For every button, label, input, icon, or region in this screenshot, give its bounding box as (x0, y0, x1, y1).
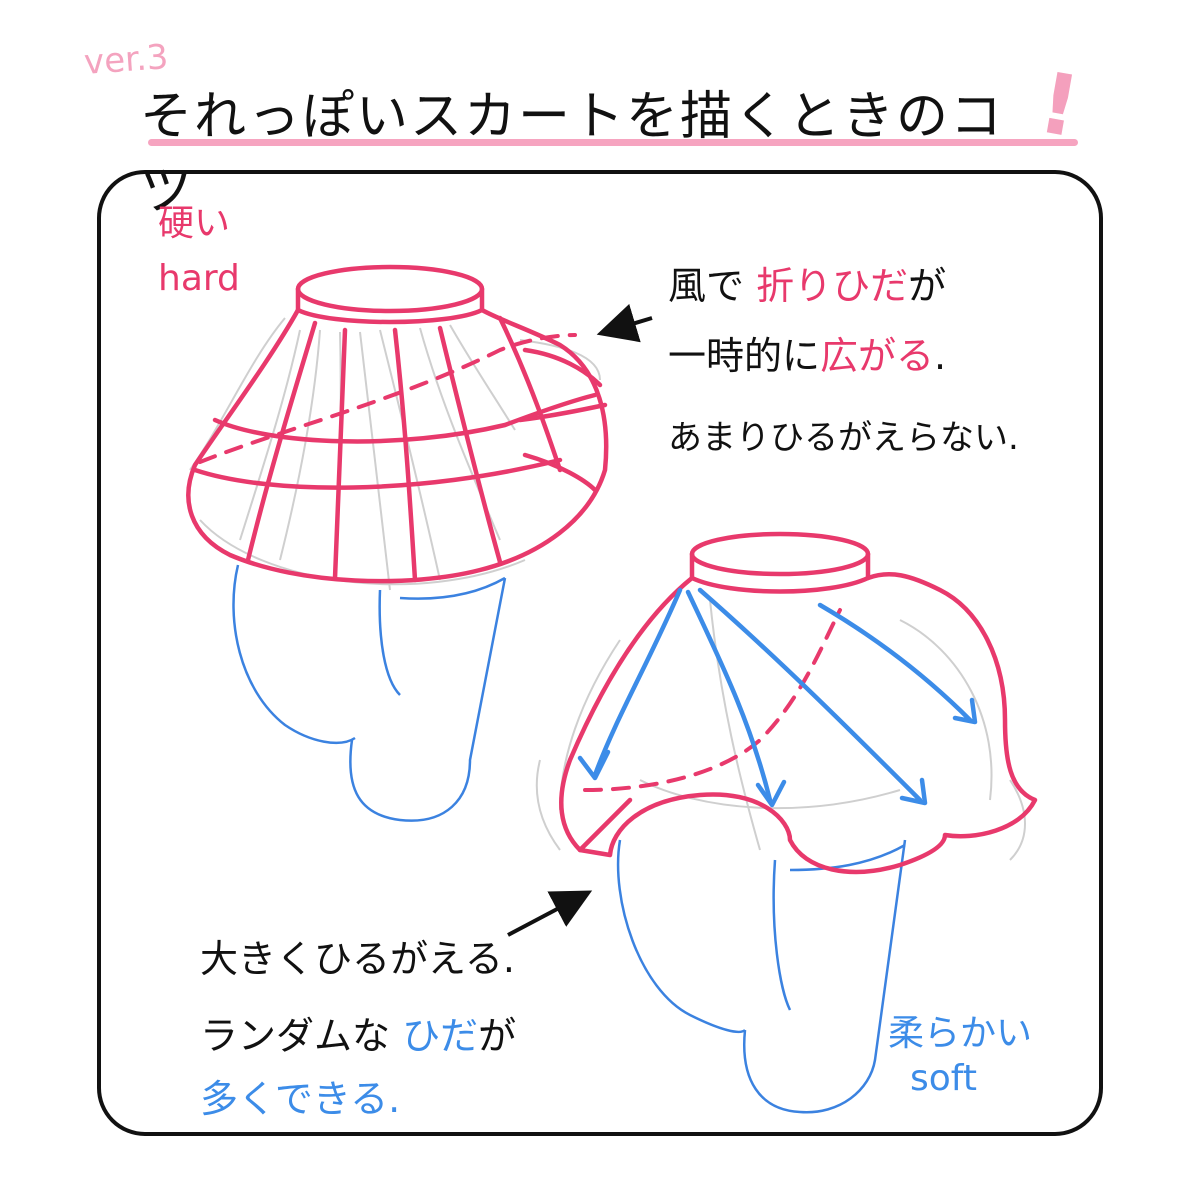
soft-skirt-legs (616, 839, 907, 1114)
soft-note-line-1: 大きくひるがえる. (200, 937, 515, 981)
soft-note-2-suffix: が (478, 1014, 517, 1058)
hard-note-1-highlight: 折りひだ (756, 264, 909, 308)
hard-note-line-1: 風で 折りひだが (668, 255, 946, 310)
hard-note-2-suffix: . (934, 334, 947, 378)
hard-note-line-3: あまりひるがえらない. (668, 418, 1019, 458)
soft-skirt-fold-arrows (577, 587, 978, 808)
hard-skirt-pointer-arrow (596, 303, 653, 343)
soft-skirt-dashed-line (583, 608, 842, 792)
hard-note-1-prefix: 風で (668, 264, 745, 308)
hard-note-1-suffix: が (908, 264, 947, 308)
soft-tag-en: soft (910, 1058, 977, 1099)
hard-note-2-prefix: 一時的に (668, 334, 821, 378)
soft-note-2-highlight: ひだ (402, 1014, 479, 1058)
hard-tag-jp: 硬い (158, 203, 231, 244)
soft-skirt-pointer-arrow (507, 890, 593, 937)
hard-tag-en: hard (158, 258, 240, 299)
title-underline (148, 139, 1078, 146)
hard-skirt-drawing (186, 264, 653, 822)
hard-skirt-dashed-line (198, 333, 577, 464)
soft-skirt-folds (535, 599, 1026, 861)
hard-note-line-2: 一時的に広がる. (668, 325, 946, 380)
hard-skirt-outline (186, 264, 609, 584)
hard-note-2-highlight: 広がる (820, 334, 935, 378)
soft-note-line-3: 多くできる. (200, 1077, 401, 1121)
hard-skirt-legs (232, 564, 507, 822)
soft-skirt-outline (559, 531, 1038, 875)
soft-note-line-2: ランダムな ひだが (200, 1005, 516, 1060)
soft-note-2-prefix: ランダムな (200, 1014, 391, 1058)
soft-skirt-drawing (507, 531, 1038, 1114)
soft-tag-jp: 柔らかい (888, 1013, 1033, 1054)
content-frame (97, 170, 1103, 1136)
